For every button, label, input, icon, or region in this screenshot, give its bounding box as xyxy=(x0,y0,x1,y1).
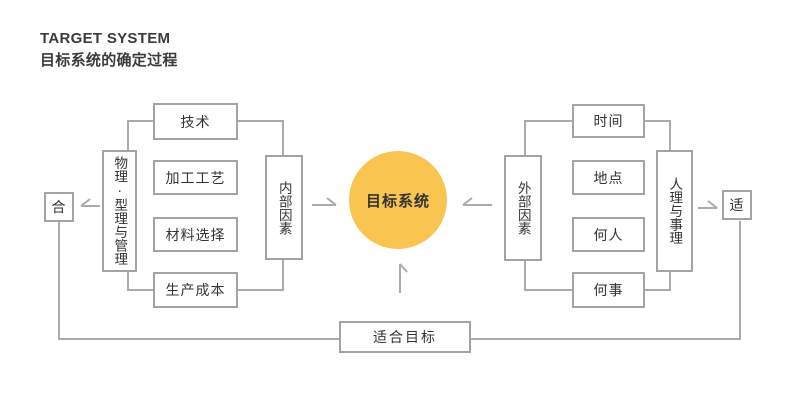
box-external-factors: 外部因素 xyxy=(504,155,542,261)
box-he-result: 合 xyxy=(44,192,74,222)
box-internal-factors: 内部因素 xyxy=(265,155,303,260)
target-system-circle: 目标系统 xyxy=(349,151,447,249)
page-title: TARGET SYSTEM 目标系统的确定过程 xyxy=(40,28,178,72)
box-material-selection: 材料选择 xyxy=(153,217,238,252)
title-chinese: 目标系统的确定过程 xyxy=(40,51,178,69)
arrow-to-shi xyxy=(698,200,718,209)
box-physical-management: 物理·型理与管理 xyxy=(102,150,137,272)
box-processing: 加工工艺 xyxy=(153,160,238,195)
box-shi-result: 适 xyxy=(722,190,752,220)
box-who: 何人 xyxy=(572,217,645,252)
arrow-internal-to-circle xyxy=(312,197,337,206)
title-english: TARGET SYSTEM xyxy=(40,30,171,47)
box-time: 时间 xyxy=(572,104,645,138)
box-place: 地点 xyxy=(572,160,645,195)
arrow-to-he xyxy=(80,198,100,207)
right-group-connectors xyxy=(524,120,671,291)
box-what: 何事 xyxy=(572,272,645,308)
box-technology: 技术 xyxy=(153,103,238,140)
box-production-cost: 生产成本 xyxy=(153,272,238,308)
arrow-external-to-circle xyxy=(462,197,492,206)
box-human-affairs: 人理与事理 xyxy=(656,150,693,272)
box-fit-target: 适合目标 xyxy=(339,321,471,353)
left-group-connectors xyxy=(127,120,284,291)
arrow-bottom-to-circle xyxy=(399,263,408,293)
